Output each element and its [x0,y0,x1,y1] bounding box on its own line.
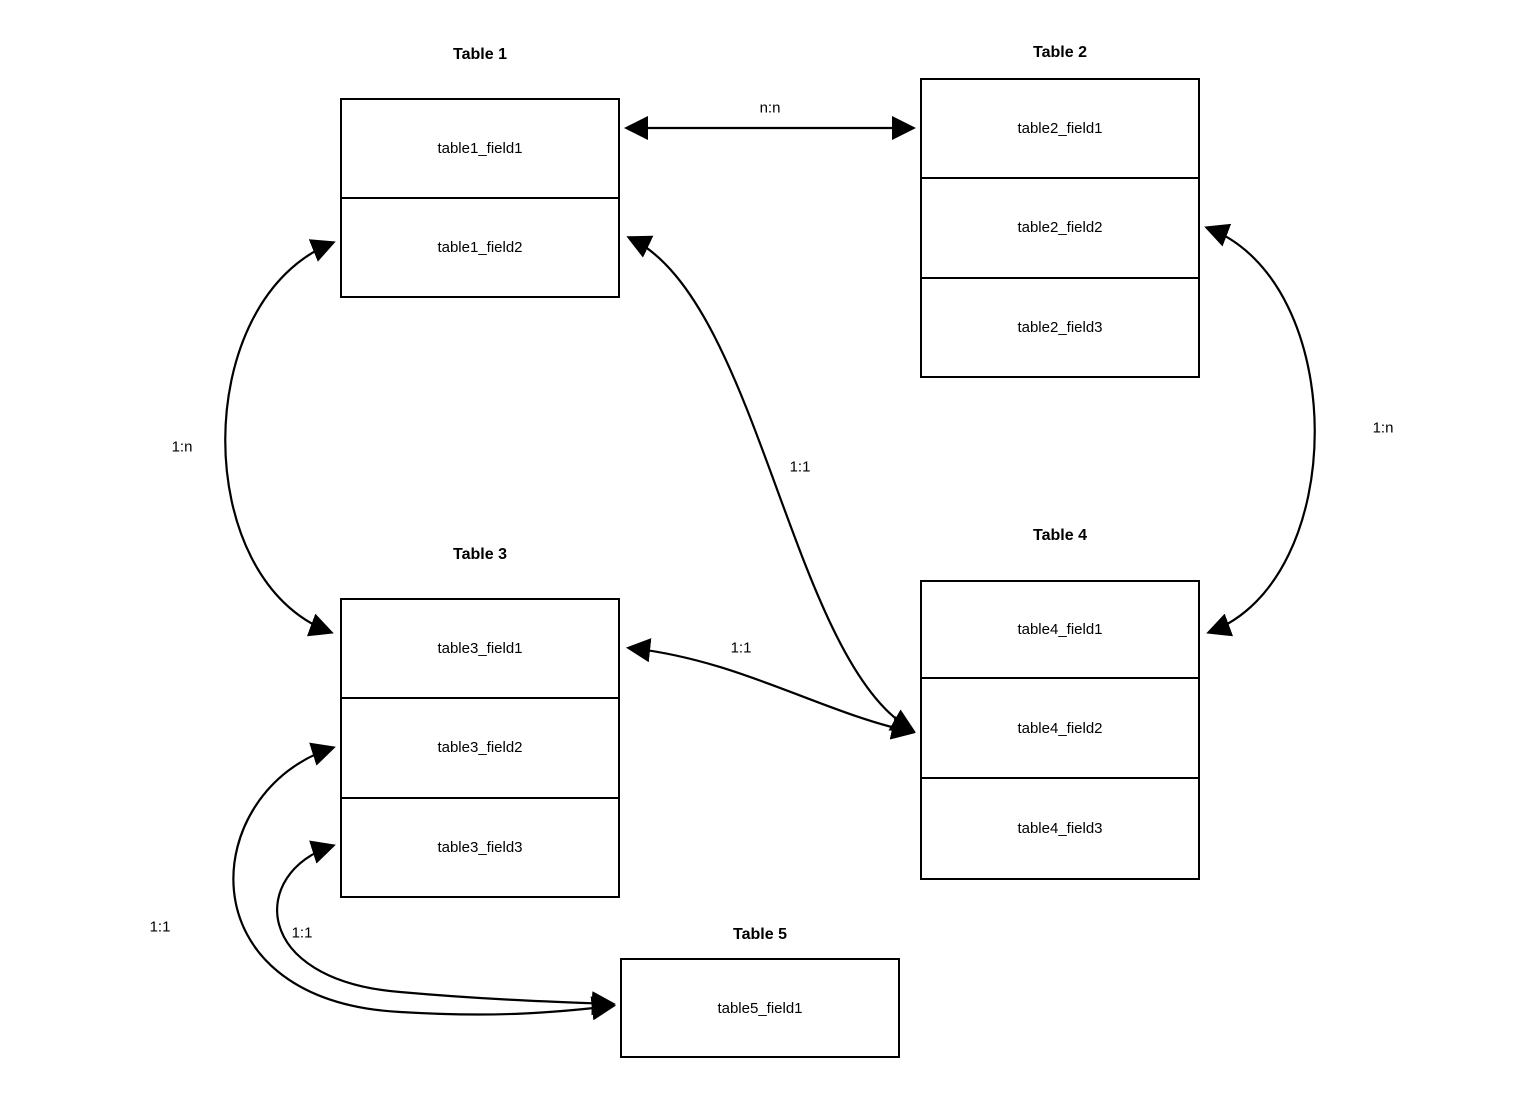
relationship-label-rel-t3f1-t4f2: 1:1 [730,639,752,657]
entity-field-table3_field2[interactable]: table3_field2 [342,699,618,799]
entity-field-table5_field1[interactable]: table5_field1 [717,999,803,1017]
relationship-label-rel-t2f2-t4f1: 1:n [1372,419,1394,437]
entity-field-table4_field1[interactable]: table4_field1 [922,582,1198,680]
entity-field-table2_field1[interactable]: table2_field1 [922,80,1198,180]
relationship-edge-rel-t1f2-t4f2[interactable] [626,235,916,733]
entity-field-table1_field1[interactable]: table1_field1 [342,100,618,199]
relationship-label-rel-t1f2-t4f2: 1:1 [789,458,811,476]
relationship-label-rel-t1f1-t2f1: n:n [759,99,781,117]
entity-title-table2: Table 2 [1033,44,1087,61]
entity-title-table5: Table 5 [733,926,787,943]
entity-field-table3_field1[interactable]: table3_field1 [342,600,618,700]
relationship-label-rel-t3f3-t5f1: 1:1 [291,924,313,942]
relationship-edge-rel-t1f2-t3f1[interactable] [224,239,336,637]
entity-title-table3: Table 3 [453,546,507,563]
entity-field-table1_field2[interactable]: table1_field2 [437,239,523,256]
entity-field-table2_field3[interactable]: table2_field3 [1017,318,1103,336]
entity-title-table4: Table 4 [1033,527,1087,544]
entity-field-table3_field3[interactable]: table3_field3 [437,838,523,856]
entity-title-table1: Table 1 [453,46,507,63]
entity-field-table2_field2[interactable]: table2_field2 [922,179,1198,279]
relationship-label-rel-t3f2-t5f1: 1:1 [149,918,171,936]
entity-field-table4_field3[interactable]: table4_field3 [1017,819,1103,837]
relationship-edge-rel-t2f2-t4f1[interactable] [1204,223,1316,637]
entity-field-table4_field2[interactable]: table4_field2 [922,679,1198,779]
entity-box-table5[interactable]: table5_field1 [620,958,900,1058]
entity-box-table1[interactable]: table1_field1 table1_field2 [340,98,620,298]
relationship-edge-rel-t3f3-t5f1[interactable] [276,840,617,1016]
relationship-edge-rel-t3f1-t4f2[interactable] [625,638,916,740]
relationship-label-rel-t1f2-t3f1: 1:n [171,438,193,456]
